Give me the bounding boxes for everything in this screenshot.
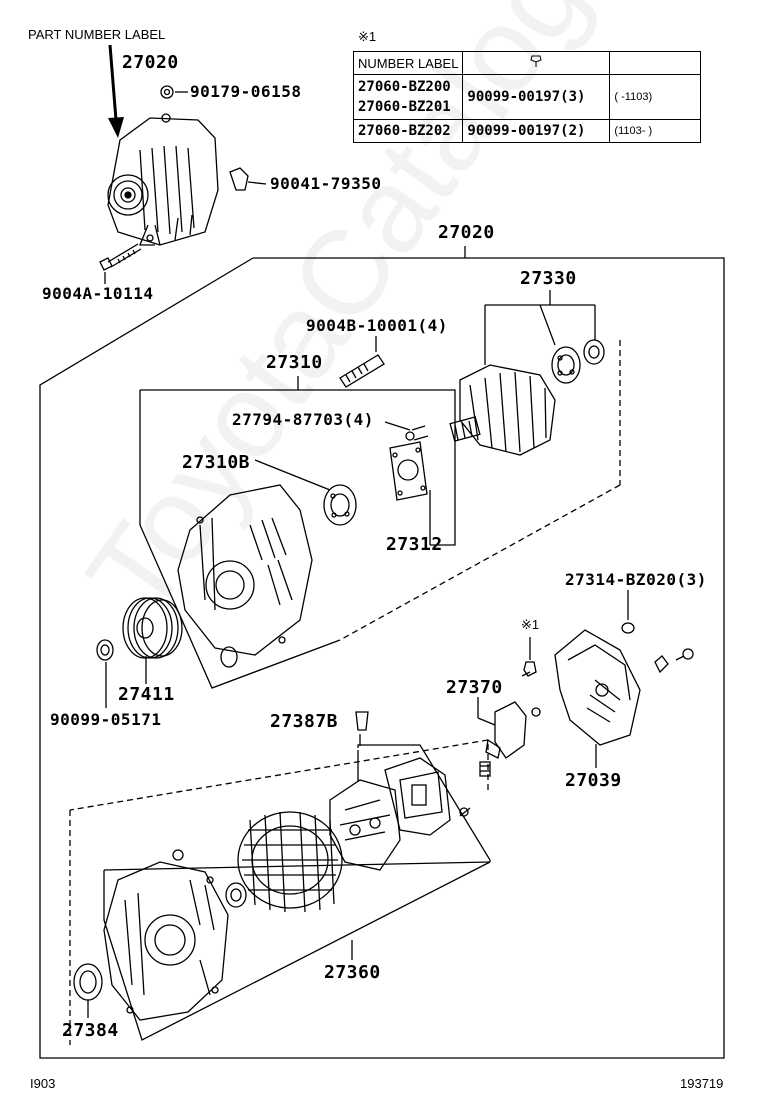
- number-label-table: NUMBER LABEL 27060-BZ200 27060-BZ201 900…: [352, 51, 702, 143]
- table-cell-number: 27060-BZ200 27060-BZ201: [352, 74, 464, 120]
- bolt-icon: [462, 51, 611, 75]
- clip-90041-icon: [229, 167, 267, 191]
- part-number-arrow: [108, 44, 124, 138]
- rotor-27330-icon: [449, 290, 605, 456]
- assembly-frame: [39, 246, 725, 1059]
- label-27370: 27370: [446, 677, 503, 698]
- regulator-27370-icon: [477, 697, 541, 777]
- label-27330: 27330: [520, 268, 577, 289]
- drive-end-frame-group: [139, 376, 456, 689]
- pulley-27411-icon: [96, 597, 183, 708]
- table-cell-part: 90099-00197(2): [462, 119, 611, 143]
- label-27794-87703: 27794-87703(4): [232, 410, 374, 429]
- number-label-value: 27060-BZ200: [358, 79, 451, 95]
- label-9004A-10114: 9004A-10114: [42, 284, 154, 303]
- table-cell-range: ( -1103): [609, 74, 702, 120]
- table-header-row: NUMBER LABEL: [352, 51, 702, 75]
- rectifier-end-group: [103, 744, 491, 1041]
- label-90041-79350: 90041-79350: [270, 174, 382, 193]
- label-90179-06158: 90179-06158: [190, 82, 302, 101]
- cap-27387B-icon: [355, 711, 369, 746]
- number-label-value: 27060-BZ201: [358, 99, 451, 115]
- note-marker: ※1: [358, 29, 377, 44]
- label-27312: 27312: [386, 534, 443, 555]
- table-header-number-label: NUMBER LABEL: [352, 51, 464, 75]
- label-note1: ※1: [521, 617, 540, 632]
- label-27310: 27310: [266, 352, 323, 373]
- bolt-90179-icon: [160, 85, 188, 99]
- label-27020-assembly: 27020: [438, 222, 495, 243]
- nut-27314-icon: [621, 590, 635, 634]
- label-27387B: 27387B: [270, 711, 339, 732]
- table-cell-range: (1103- ): [609, 119, 702, 143]
- part-number-label-caption: PART NUMBER LABEL: [28, 27, 166, 42]
- dashed-guide-lines: [69, 340, 621, 1045]
- table-row: 27060-BZ200 27060-BZ201 90099-00197(3) (…: [352, 74, 702, 120]
- label-27039: 27039: [565, 770, 622, 791]
- seal-27384-icon: [73, 963, 103, 1018]
- table-row: 27060-BZ202 90099-00197(2) (1103- ): [352, 119, 702, 143]
- label-27314-BZ020: 27314-BZ020(3): [565, 570, 707, 589]
- bolt-9004B-icon: [339, 336, 385, 388]
- label-27411: 27411: [118, 684, 175, 705]
- footer-left-code: I903: [30, 1076, 56, 1091]
- label-27020-top: 27020: [122, 52, 179, 73]
- bolt-note1-icon: [521, 637, 537, 677]
- table-header-blank: [609, 51, 702, 75]
- rear-cover-27039-icon: [554, 629, 694, 768]
- alternator-assembly-icon: [107, 113, 219, 246]
- table-cell-part: 90099-00197(3): [462, 74, 611, 120]
- label-27360: 27360: [324, 962, 381, 983]
- footer-right-code: 193719: [680, 1076, 724, 1091]
- bolt-9004A-icon: [99, 243, 142, 284]
- label-9004B-10001: 9004B-10001(4): [306, 316, 448, 335]
- label-27384: 27384: [62, 1020, 119, 1041]
- label-90099-05171: 90099-05171: [50, 710, 162, 729]
- table-cell-number: 27060-BZ202: [352, 119, 464, 143]
- label-27310B: 27310B: [182, 452, 251, 473]
